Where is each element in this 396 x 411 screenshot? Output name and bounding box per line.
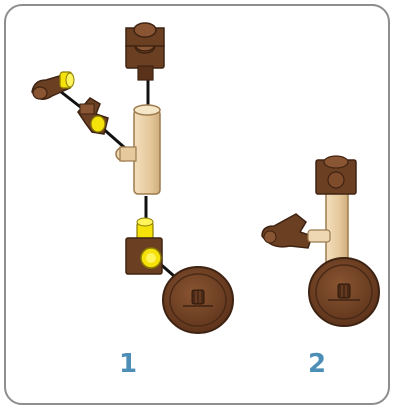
brown-clip-piece: [77, 97, 109, 135]
top-brown-brick: [125, 22, 165, 81]
step-2-number: 2: [307, 349, 327, 379]
step2-top-brick: [315, 155, 357, 195]
step2-wheel: [308, 257, 380, 327]
assembly-guide-lines: [55, 78, 191, 292]
tan-bar: [115, 104, 161, 195]
lower-brown-brick: [125, 237, 163, 275]
yellow-connector: [136, 217, 154, 241]
brown-wheel: [162, 266, 234, 334]
step-2-assembled-view: [261, 155, 380, 327]
step-1-exploded-view: [31, 22, 234, 334]
brown-arm-piece: [31, 71, 75, 100]
step2-arm-assembly: [261, 213, 331, 249]
step-1-number: 1: [118, 349, 138, 379]
